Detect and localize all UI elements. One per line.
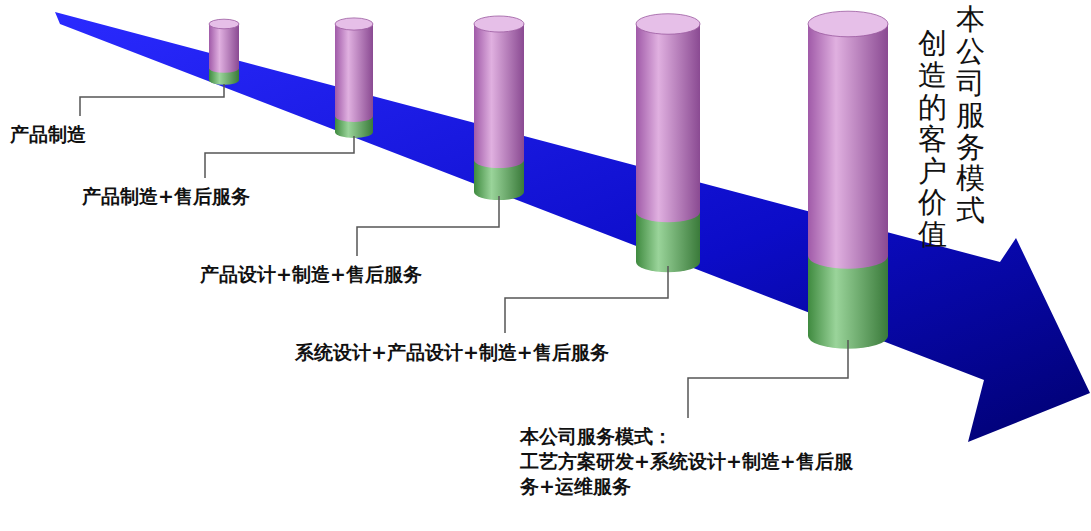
cylinder-top: [474, 16, 524, 32]
leader-line: [80, 84, 224, 116]
label-holder: 本公司服务模式: [956, 4, 985, 227]
label-holder: 创造的客户价值: [918, 28, 947, 251]
vertical-caption: 创造的客户价值: [918, 28, 947, 251]
label-holder: 产品设计+制造+售后服务: [200, 262, 422, 287]
value-cylinder: [636, 14, 700, 272]
cylinder-purple: [474, 24, 524, 160]
value-arrow: [55, 12, 1090, 442]
cylinders: [209, 11, 888, 349]
value-cylinder: [335, 18, 373, 138]
stage-label: 产品设计+制造+售后服务: [200, 262, 422, 287]
value-cylinder: [474, 16, 524, 200]
label-holder: 工艺方案研发+系统设计+制造+售后服务+运维服务: [520, 449, 860, 499]
cylinder-top: [636, 14, 700, 34]
leader-line: [357, 196, 499, 256]
label-holder: 产品制造: [10, 122, 86, 147]
stage-label: 产品制造: [10, 122, 86, 147]
leader-line: [688, 340, 848, 418]
stage-label: 工艺方案研发+系统设计+制造+售后服务+运维服务: [520, 449, 860, 499]
label-holder: 本公司服务模式：: [520, 424, 672, 449]
cylinder-top: [209, 19, 239, 29]
cylinder-purple: [636, 24, 700, 212]
cylinder-purple: [808, 24, 888, 256]
value-cylinder: [209, 19, 239, 85]
leader-line: [205, 136, 354, 178]
leader-lines: [80, 84, 848, 418]
cylinder-purple: [209, 24, 239, 68]
cylinder-purple: [335, 24, 373, 116]
cylinder-top: [335, 18, 373, 30]
value-cylinder: [808, 11, 888, 349]
stage-label: 产品制造+售后服务: [82, 184, 250, 209]
cylinder-top: [808, 11, 888, 37]
stage-label: 系统设计+产品设计+制造+售后服务: [295, 340, 609, 365]
label-holder: 系统设计+产品设计+制造+售后服务: [295, 340, 609, 365]
label-holder: 产品制造+售后服务: [82, 184, 250, 209]
leader-line: [505, 266, 668, 333]
stage-label: 本公司服务模式：: [520, 424, 672, 449]
vertical-caption: 本公司服务模式: [956, 4, 985, 227]
